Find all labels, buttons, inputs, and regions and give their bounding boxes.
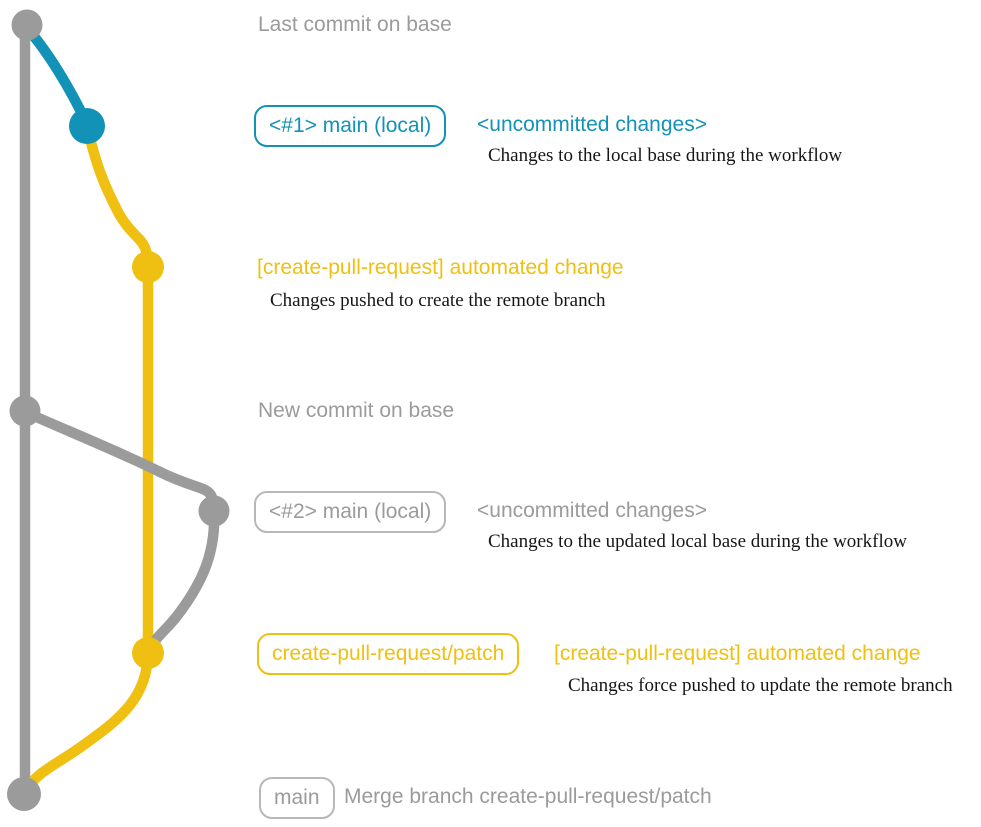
merge-message-label: Merge branch create-pull-request/patch bbox=[344, 784, 712, 808]
uncommitted-changes-label-1: <uncommitted changes> bbox=[477, 112, 707, 136]
automated-change-label-2: [create-pull-request] automated change bbox=[554, 641, 921, 665]
gray-updated-main-curve bbox=[19, 406, 220, 517]
yellow-patch-branch-curve bbox=[81, 120, 154, 658]
automated-change-label-1: [create-pull-request] automated change bbox=[257, 255, 624, 279]
commit-dot-uncommitted-1 bbox=[69, 108, 105, 144]
yellow-merge-curve bbox=[19, 646, 154, 799]
uncommitted-changes-label-2: <uncommitted changes> bbox=[477, 498, 707, 522]
gray-rebase-curve bbox=[143, 506, 220, 659]
commit-dot-new-base bbox=[9, 395, 41, 427]
badge-patch-branch: create-pull-request/patch bbox=[257, 633, 520, 675]
desc-force-pushed: Changes force pushed to update the remot… bbox=[568, 675, 953, 697]
badge-main-local-1: <#1> main (local) bbox=[254, 105, 447, 147]
new-commit-label: New commit on base bbox=[258, 398, 455, 422]
commit-dot-automated-2 bbox=[132, 637, 164, 669]
commit-dot-uncommitted-2 bbox=[198, 495, 230, 527]
desc-pushed-create: Changes pushed to create the remote bran… bbox=[270, 290, 606, 312]
commit-dot-merge bbox=[7, 777, 41, 811]
badge-main-final: main bbox=[259, 777, 335, 819]
desc-updated-local-base: Changes to the updated local base during… bbox=[488, 531, 907, 553]
desc-local-base: Changes to the local base during the wor… bbox=[488, 145, 843, 167]
commit-dot-last-base bbox=[11, 9, 43, 41]
commit-dot-automated-1 bbox=[132, 251, 164, 283]
blue-local-main-curve bbox=[21, 22, 93, 130]
badge-main-local-2: <#2> main (local) bbox=[254, 491, 447, 533]
last-commit-label: Last commit on base bbox=[258, 12, 452, 36]
